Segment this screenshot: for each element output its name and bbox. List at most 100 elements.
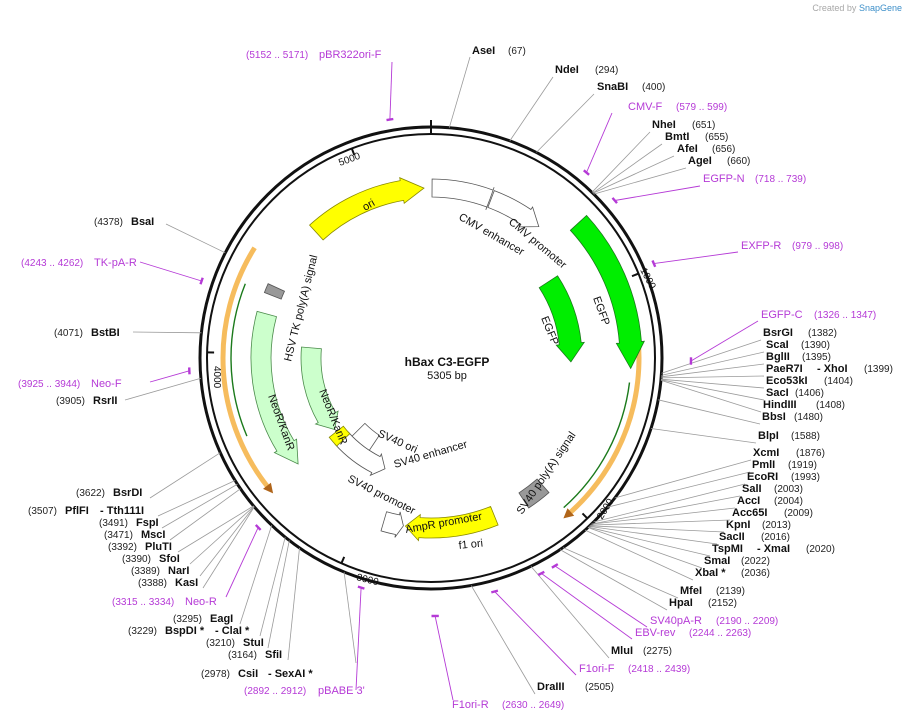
- feature-hsv-tk-polya[interactable]: [263, 283, 286, 300]
- site-name[interactable]: BbsI: [762, 411, 786, 423]
- feature-ampr-promoter[interactable]: [380, 511, 404, 538]
- site-callout-line: [592, 155, 675, 194]
- site-name-alt[interactable]: - ClaI *: [215, 625, 250, 637]
- feature-egfp-inner[interactable]: [538, 275, 586, 363]
- site-name[interactable]: SfiI: [265, 649, 282, 661]
- primer-name[interactable]: pBR322ori-F: [319, 49, 382, 61]
- site-callout-line: [124, 377, 202, 401]
- site-callout-line: [593, 483, 746, 523]
- site-name[interactable]: PluTI: [145, 541, 172, 553]
- site-name[interactable]: XcmI: [753, 447, 779, 459]
- site-name[interactable]: RsrII: [93, 395, 117, 407]
- site-name[interactable]: SnaBI: [597, 81, 628, 93]
- primer-binding-mark: [537, 570, 545, 577]
- site-name-alt[interactable]: - XmaI: [757, 543, 790, 555]
- site-name-alt[interactable]: - XhoI: [817, 363, 848, 375]
- primer-name[interactable]: TK-pA-R: [94, 257, 137, 269]
- site-name[interactable]: BstBI: [91, 327, 120, 339]
- site-pos: (3622): [76, 488, 105, 499]
- site-name[interactable]: Eco53kI: [766, 375, 808, 387]
- primer-name[interactable]: F1ori-F: [579, 663, 615, 675]
- site-name[interactable]: BsrDI: [113, 487, 142, 499]
- site-name[interactable]: HpaI: [669, 597, 693, 609]
- primer-callout-line: [653, 251, 739, 265]
- feature-cmv-enhancer[interactable]: [431, 178, 495, 210]
- feature-neor-kanr-outer[interactable]: [250, 310, 299, 465]
- site-name[interactable]: KpnI: [726, 519, 750, 531]
- feature-ori[interactable]: [309, 177, 425, 241]
- site-name[interactable]: AfeI: [677, 143, 698, 155]
- site-name-alt[interactable]: - Tth111I: [100, 505, 144, 517]
- site-callout-line: [177, 505, 254, 553]
- site-name[interactable]: SmaI: [704, 555, 730, 567]
- site-name[interactable]: SfoI: [159, 553, 180, 565]
- site-callout-line: [239, 525, 273, 625]
- site-name[interactable]: EagI: [210, 613, 233, 625]
- site-name[interactable]: FspI: [136, 517, 159, 529]
- primer-name[interactable]: EBV-rev: [635, 627, 676, 639]
- feature-sv40-enhancer[interactable]: [351, 422, 380, 451]
- primer-name[interactable]: SV40pA-R: [650, 615, 702, 627]
- feature-egfp-outer[interactable]: [569, 214, 645, 370]
- site-name[interactable]: MluI: [611, 645, 633, 657]
- feature-f1-ori[interactable]: [404, 505, 499, 542]
- site-name[interactable]: NheI: [652, 119, 676, 131]
- site-callout-line: [660, 379, 765, 401]
- site-name[interactable]: ScaI: [766, 339, 789, 351]
- site-callout-line: [157, 480, 236, 517]
- site-pos: (3390): [122, 554, 151, 565]
- feature-cmv-promoter[interactable]: [487, 190, 540, 228]
- site-name[interactable]: MscI: [141, 529, 165, 541]
- site-pos: (3229): [128, 626, 157, 637]
- feature-sv40-polya[interactable]: [518, 478, 550, 509]
- site-name[interactable]: TspMI: [712, 543, 743, 555]
- primer-name[interactable]: EGFP-C: [761, 309, 803, 321]
- feature-sv40-promoter[interactable]: [334, 431, 386, 477]
- site-pos: (1876): [796, 448, 825, 459]
- site-name[interactable]: StuI: [243, 637, 264, 649]
- feature-sv40-ori[interactable]: [328, 425, 351, 447]
- primer-name[interactable]: EXFP-R: [741, 240, 781, 252]
- site-name[interactable]: DraIII: [537, 681, 565, 693]
- site-name[interactable]: CsiI: [238, 668, 258, 680]
- site-name[interactable]: SacII: [719, 531, 745, 543]
- site-name[interactable]: XbaI *: [695, 567, 726, 579]
- site-name[interactable]: MfeI: [680, 585, 702, 597]
- primer-name[interactable]: Neo-R: [185, 596, 217, 608]
- site-name[interactable]: SalI: [742, 483, 762, 495]
- site-name[interactable]: KasI: [175, 577, 198, 589]
- site-name[interactable]: Acc65I: [732, 507, 767, 519]
- site-name[interactable]: NdeI: [555, 64, 579, 76]
- site-pos: (294): [595, 65, 618, 76]
- site-name[interactable]: BspDI *: [165, 625, 205, 637]
- site-callout-line: [660, 378, 765, 389]
- site-name[interactable]: PaeR7I: [766, 363, 803, 375]
- site-name[interactable]: BsaI: [131, 216, 154, 228]
- site-name-alt[interactable]: - SexAI *: [268, 668, 313, 680]
- orf-egfp-inner-arc: [563, 382, 631, 509]
- site-name[interactable]: EcoRI: [747, 471, 778, 483]
- site-name[interactable]: PflFI: [65, 505, 89, 517]
- ruler-tick: [350, 148, 356, 156]
- site-name[interactable]: NarI: [168, 565, 189, 577]
- site-name[interactable]: AccI: [737, 495, 760, 507]
- primer-pos: (5152 .. 5171): [246, 50, 308, 61]
- site-name[interactable]: BsrGI: [763, 327, 793, 339]
- site-name[interactable]: HindIII: [763, 399, 797, 411]
- site-name[interactable]: AseI: [472, 45, 495, 57]
- site-name[interactable]: BlpI: [758, 430, 779, 442]
- site-name[interactable]: AgeI: [688, 155, 712, 167]
- site-name[interactable]: BglII: [766, 351, 790, 363]
- site-name[interactable]: PmlI: [752, 459, 775, 471]
- primer-name[interactable]: EGFP-N: [703, 173, 745, 185]
- primer-name[interactable]: pBABE 3': [318, 685, 365, 697]
- site-name[interactable]: BmtI: [665, 131, 689, 143]
- primer-name[interactable]: Neo-F: [91, 378, 122, 390]
- primer-pos: (1326 .. 1347): [814, 310, 876, 321]
- primer-name[interactable]: CMV-F: [628, 101, 663, 113]
- primer-name[interactable]: F1ori-R: [452, 699, 489, 711]
- feature-neor-kanr-inner[interactable]: [300, 346, 339, 431]
- site-callout-line: [614, 459, 752, 499]
- primer-callout-line: [225, 527, 259, 598]
- site-name[interactable]: SacI: [766, 387, 789, 399]
